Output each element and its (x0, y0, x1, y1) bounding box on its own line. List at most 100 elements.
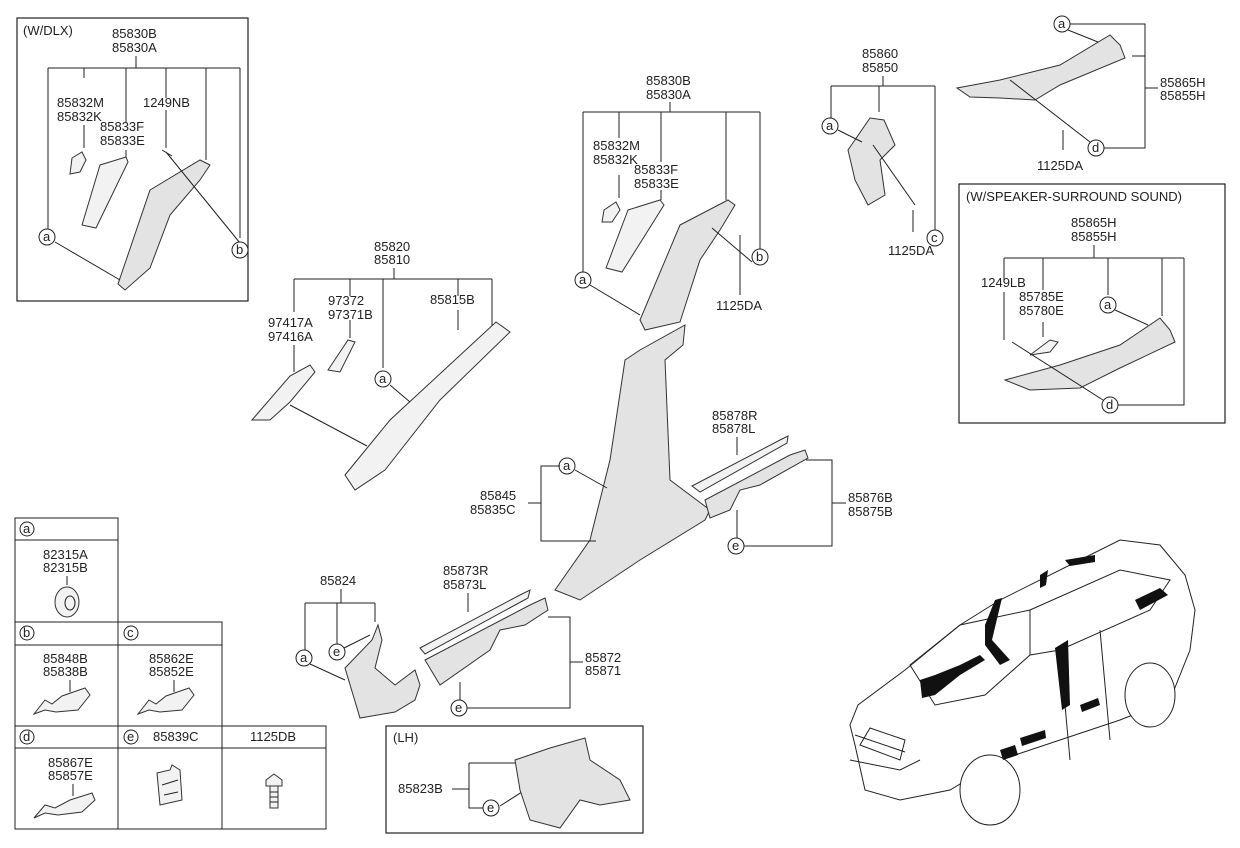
ref-circle-a (19, 521, 35, 537)
part-number[interactable]: 85830A (646, 87, 691, 102)
pillar-cover-shape (605, 199, 665, 273)
ref-label: c (931, 230, 938, 245)
pillar-cap-shape (69, 151, 87, 175)
part-number[interactable]: 85830A (112, 40, 157, 55)
part-number[interactable]: 85867E (48, 755, 93, 770)
part-number[interactable]: 85848B (43, 651, 88, 666)
part-number[interactable]: 85855H (1160, 88, 1206, 103)
group-rear-scuff: 85878R 85878L e 85876B 85875B (691, 408, 893, 555)
part-number[interactable]: 85833F (100, 119, 144, 134)
ref-label: a (579, 272, 587, 287)
part-number[interactable]: 85832K (57, 109, 102, 124)
rear-wheel (1124, 662, 1176, 728)
part-number[interactable]: 97417A (268, 315, 313, 330)
legend-table: a 82315A 82315B b 85848B 85838B c 85862E… (14, 517, 327, 830)
pillar-cap-shape (601, 201, 621, 223)
part-number[interactable]: 97416A (268, 329, 313, 344)
part-number[interactable]: 85815B (430, 292, 475, 307)
group-cowl: 85824 a e (295, 573, 421, 719)
scuff-strip-shape (691, 435, 789, 493)
part-number[interactable]: 97372 (328, 293, 364, 308)
airbag-clip-icon (32, 680, 91, 716)
pillar-cover-shape (81, 156, 129, 229)
part-number[interactable]: 85871 (585, 663, 621, 678)
lamp-housing-shape (250, 364, 316, 421)
part-number[interactable]: 85876B (848, 490, 893, 505)
legend-ref: b (23, 625, 30, 640)
group-title: (W/SPEAKER-SURROUND SOUND) (966, 189, 1182, 204)
ref-circle-a (374, 370, 392, 388)
ref-circle-a (38, 228, 56, 246)
ref-label: a (826, 118, 834, 133)
part-number[interactable]: 82315B (43, 560, 88, 575)
part-number[interactable]: 1249NB (143, 95, 190, 110)
part-number[interactable]: 85838B (43, 664, 88, 679)
part-number[interactable]: 85852E (149, 664, 194, 679)
part-number[interactable]: 85785E (1019, 289, 1064, 304)
rear-scuff-plate-shape (704, 449, 809, 519)
part-number[interactable]: 1125DA (716, 298, 762, 313)
ref-circle-d (19, 729, 35, 745)
part-number[interactable]: 85862E (149, 651, 194, 666)
ref-label: e (333, 644, 340, 659)
part-number[interactable]: 85873R (443, 563, 489, 578)
scuff-strip-shape (419, 589, 531, 655)
part-number[interactable]: 85878L (712, 421, 755, 436)
part-number[interactable]: 85839C (153, 729, 199, 744)
ref-label: e (455, 700, 462, 715)
group-a-pillar: 85820 85810 97417A 97416A 97372 97371B 8… (250, 239, 511, 491)
part-number[interactable]: 85878R (712, 408, 758, 423)
ref-circle-a (1099, 296, 1117, 314)
part-number[interactable]: 97371B (328, 307, 373, 322)
ref-circle-d (1101, 396, 1119, 414)
square-clip-icon (156, 764, 183, 806)
part-number[interactable]: 1125DA (1037, 158, 1083, 173)
part-number[interactable]: 85824 (320, 573, 356, 588)
part-number[interactable]: 85860 (862, 46, 898, 61)
part-number[interactable]: 85857E (48, 768, 93, 783)
part-number[interactable]: 85823B (398, 781, 443, 796)
a-pillar-trim-shape (344, 321, 511, 491)
ref-label: e (487, 800, 494, 815)
ref-label: d (1092, 140, 1099, 155)
ref-label: a (1104, 297, 1112, 312)
group-b-pillar-upper: 85830B 85830A 85832M 85832K 85833F 85833… (574, 73, 769, 331)
ref-label: a (563, 458, 571, 473)
part-number[interactable]: 85833E (100, 133, 145, 148)
part-number[interactable]: 85835C (470, 502, 516, 517)
part-number[interactable]: 85865H (1160, 75, 1206, 90)
part-number[interactable]: 85833F (634, 162, 678, 177)
ref-circle-e (727, 537, 745, 555)
ref-circle-c (926, 229, 944, 247)
ref-label: e (732, 538, 739, 553)
ref-label: a (300, 650, 308, 665)
part-number[interactable]: 1125DB (250, 729, 296, 744)
part-number[interactable]: 85832M (57, 95, 104, 110)
legend-ref: a (23, 521, 31, 536)
part-number[interactable]: 85830B (112, 26, 157, 41)
part-number[interactable]: 1125DA (888, 243, 934, 258)
part-number[interactable]: 85780E (1019, 303, 1064, 318)
part-number[interactable]: 85832K (593, 152, 638, 167)
part-number[interactable]: 85855H (1071, 229, 1117, 244)
ref-label: b (756, 249, 763, 264)
ref-circle-a (574, 271, 592, 289)
part-number[interactable]: 85850 (862, 60, 898, 75)
part-number[interactable]: 85845 (480, 488, 516, 503)
legend-ref: e (127, 729, 134, 744)
group-c-pillar: 85860 85850 a c 1125DA (821, 46, 944, 258)
part-number[interactable]: 85820 (374, 239, 410, 254)
part-number[interactable]: 82315A (43, 547, 88, 562)
part-number[interactable]: 85865H (1071, 215, 1117, 230)
part-number[interactable]: 85833E (634, 176, 679, 191)
group-d-pillar: a d 85865H 85855H 1125DA (955, 15, 1206, 173)
part-number[interactable]: 1249LB (981, 275, 1026, 290)
group-b-pillar-lower: a 85845 85835C (470, 324, 711, 601)
group-frame (958, 183, 1226, 424)
part-number[interactable]: 85810 (374, 252, 410, 267)
part-number[interactable]: 85873L (443, 577, 486, 592)
part-number[interactable]: 85830B (646, 73, 691, 88)
part-number[interactable]: 85832M (593, 138, 640, 153)
part-number[interactable]: 85872 (585, 650, 621, 665)
part-number[interactable]: 85875B (848, 504, 893, 519)
